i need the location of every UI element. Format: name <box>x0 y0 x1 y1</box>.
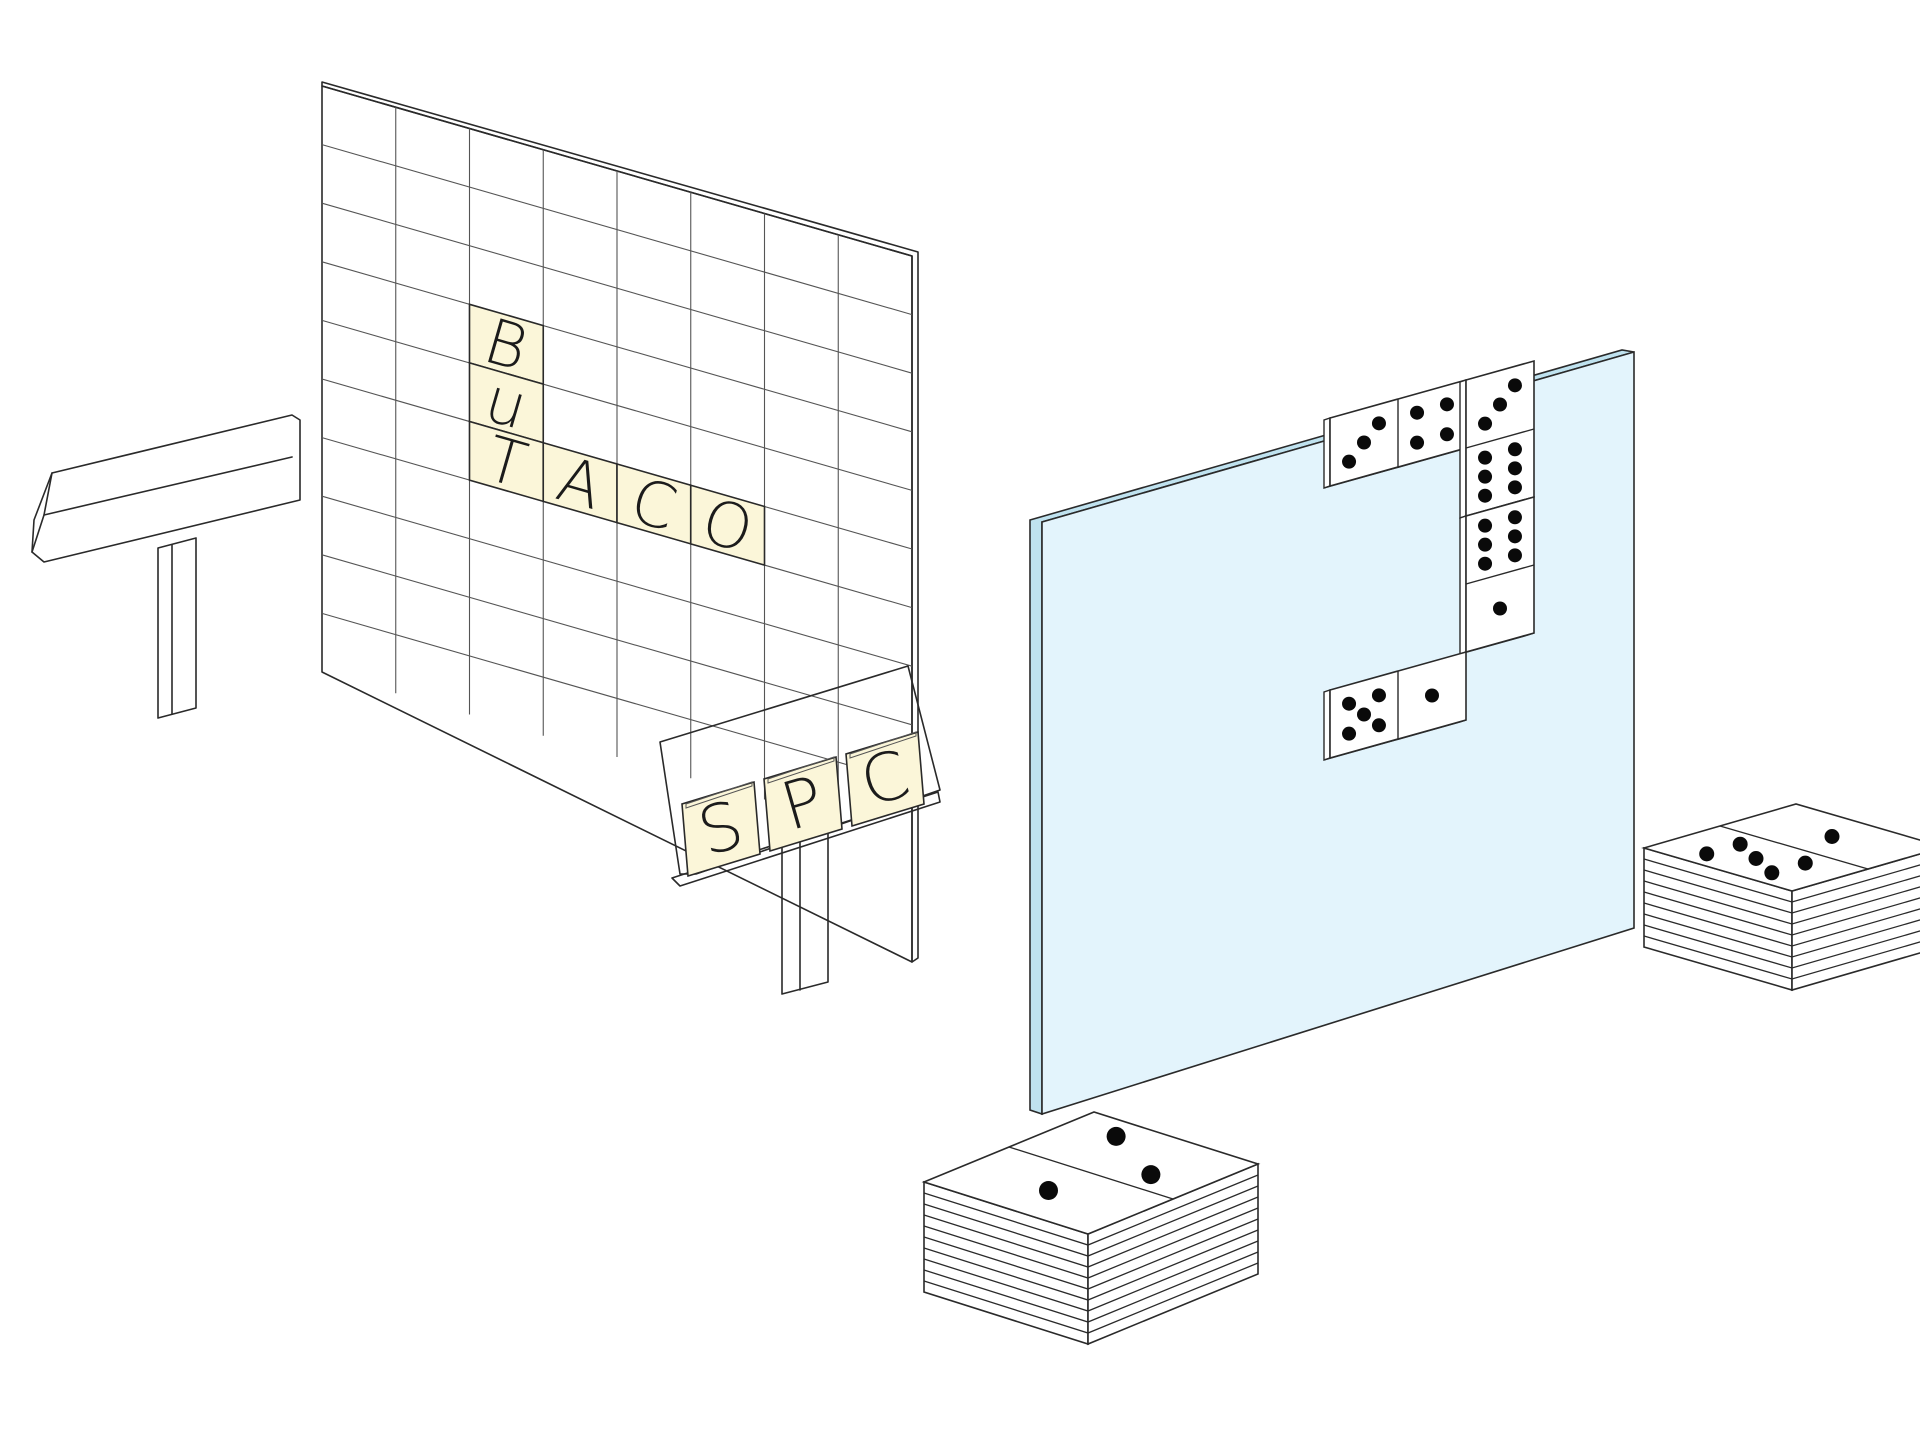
stack-layer-line <box>923 1174 1259 1246</box>
domino-pip <box>1106 1126 1126 1146</box>
domino-pip <box>1371 718 1386 733</box>
domino-piece <box>1459 495 1535 655</box>
domino-stack-front <box>921 1111 1261 1346</box>
left-sign-post <box>157 537 197 719</box>
domino-wall-pieces <box>1323 359 1535 761</box>
domino-pip <box>1371 688 1386 703</box>
domino-pip <box>1410 405 1425 420</box>
word-wall-board <box>321 85 913 963</box>
domino-pip <box>1342 696 1357 711</box>
letter-tile: O <box>689 484 766 567</box>
stack-domino-divider <box>1719 825 1869 870</box>
grid-line-horizontal <box>321 144 913 316</box>
stack-layer-line <box>923 1229 1259 1301</box>
stack-layer-line <box>1643 891 1920 936</box>
domino-pip <box>1507 529 1522 544</box>
grid-line-horizontal <box>321 202 913 374</box>
stack-top-domino <box>1641 803 1920 892</box>
stack-layer-line <box>923 1262 1259 1334</box>
stack-layer-line <box>923 1185 1259 1257</box>
stack-layer-line <box>923 1207 1259 1279</box>
domino-stack-right <box>1641 803 1920 992</box>
domino-pip <box>1342 454 1357 469</box>
domino-pip <box>1493 397 1507 412</box>
domino-pip <box>1478 488 1493 503</box>
domino-pip <box>1478 469 1493 484</box>
domino-pip <box>1478 556 1493 571</box>
rack-letter-tile: P <box>763 755 843 853</box>
domino-piece <box>1323 650 1467 761</box>
domino-pip <box>1371 416 1386 431</box>
grid-line-horizontal <box>321 261 913 433</box>
domino-pip <box>1478 416 1493 431</box>
domino-pip <box>1699 846 1715 862</box>
stack-domino-divider <box>1008 1146 1174 1200</box>
stack-layer-line <box>1643 902 1920 947</box>
left-sign-stand <box>31 414 301 719</box>
domino-pip <box>1507 461 1522 476</box>
domino-pip <box>1478 450 1493 465</box>
domino-pip <box>1439 427 1454 442</box>
domino-pip <box>1507 480 1522 495</box>
letter-rack-ledge <box>671 791 941 887</box>
domino-pip <box>1357 707 1371 722</box>
stack-layer-line <box>1643 869 1920 914</box>
domino-piece <box>1459 359 1535 519</box>
domino-pip <box>1507 378 1522 393</box>
domino-pip <box>1141 1165 1161 1185</box>
grid-line-horizontal <box>321 554 913 726</box>
domino-pip <box>1507 442 1522 457</box>
letter-tile: A <box>542 441 618 524</box>
stack-layer-line <box>1643 924 1920 969</box>
rack-letter-tile: C <box>845 730 925 828</box>
domino-pip <box>1478 537 1493 552</box>
domino-pip <box>1439 397 1454 412</box>
stack-layer-line <box>923 1240 1259 1312</box>
domino-pip <box>1425 688 1439 703</box>
domino-pip <box>1797 855 1813 871</box>
stack-layer-line <box>923 1218 1259 1290</box>
domino-pip <box>1732 836 1748 852</box>
left-sign-board <box>31 414 301 563</box>
grid-line-horizontal <box>321 319 913 491</box>
letter-tile: B <box>468 303 545 385</box>
domino-pip <box>1039 1181 1058 1200</box>
domino-pip <box>1764 865 1780 881</box>
domino-pip <box>1493 601 1507 616</box>
domino-pip <box>1357 435 1371 450</box>
domino-pip <box>1748 851 1764 866</box>
stack-layer-line <box>1643 935 1920 980</box>
domino-pip <box>1507 548 1522 563</box>
rack-letter-tile: S <box>681 780 761 878</box>
grid-line-horizontal <box>321 495 913 667</box>
domino-piece <box>1323 378 1467 489</box>
grid-line-horizontal <box>321 612 913 784</box>
domino-wall <box>1029 349 1635 1116</box>
stack-layer-line <box>923 1251 1259 1323</box>
domino-pip <box>1507 510 1522 525</box>
letter-tile: u <box>468 361 545 444</box>
letter-tile: C <box>616 462 692 545</box>
stack-layer-line <box>1643 880 1920 925</box>
stack-layer-line <box>923 1196 1259 1268</box>
letter-tile: T <box>468 420 545 503</box>
domino-pip <box>1410 435 1425 450</box>
stack-layer-line <box>1643 858 1920 903</box>
domino-pip <box>1342 726 1357 741</box>
stack-layer-line <box>1643 913 1920 958</box>
domino-pip <box>1824 829 1840 844</box>
domino-pip <box>1478 518 1493 533</box>
